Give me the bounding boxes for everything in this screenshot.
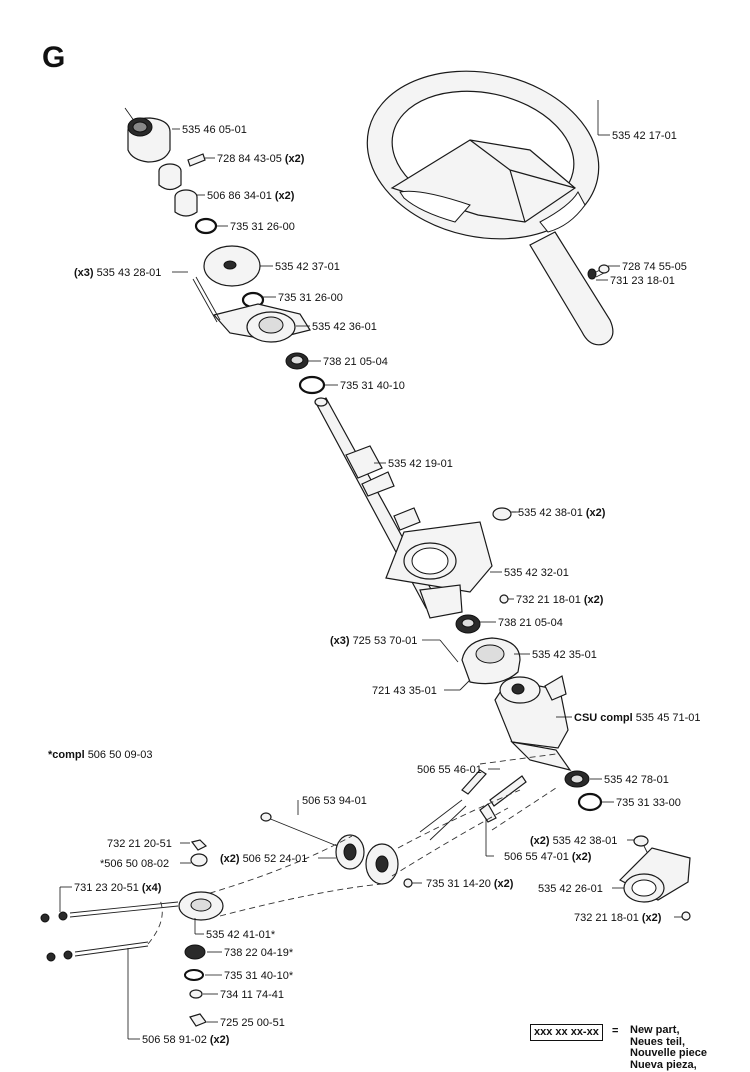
part-label: 732 21 20-51 xyxy=(107,838,172,850)
part-label: 728 84 43-05(x2) xyxy=(217,153,305,165)
part-label: *506 50 08-02 xyxy=(100,858,169,870)
legend-line: New part, xyxy=(630,1025,680,1036)
part-label: 735 31 14-20(x2) xyxy=(426,878,514,890)
part-label: 731 23 18-01 xyxy=(610,275,675,287)
part-label: 732 21 18-01(x2) xyxy=(516,594,604,606)
part-label: (x2)535 42 38-01 xyxy=(530,835,617,847)
part-label: 735 31 40-10* xyxy=(224,970,294,982)
section-letter: G xyxy=(42,41,65,74)
part-label: 535 42 38-01(x2) xyxy=(518,507,606,519)
part-label: 734 11 74-41 xyxy=(220,989,284,1001)
part-label: 732 21 18-01(x2) xyxy=(574,912,662,924)
tie-rods xyxy=(40,899,179,962)
part-label: 506 53 94-01 xyxy=(302,795,367,807)
part-label: 506 55 46-01 xyxy=(417,764,482,776)
legend-line: Nouvelle piece xyxy=(630,1047,708,1059)
part-label: 738 22 04-19* xyxy=(224,947,294,959)
part-label: 725 25 00-51 xyxy=(220,1017,285,1029)
part-label: (x2)506 52 24-01 xyxy=(220,853,307,865)
part-label: 735 31 33-00 xyxy=(616,797,681,809)
part-label: 721 43 35-01 xyxy=(372,685,437,697)
part-label: (x3)725 53 70-01 xyxy=(330,635,417,647)
part-label: 735 31 40-10 xyxy=(340,380,405,392)
part-label: 535 42 35-01 xyxy=(532,649,597,661)
pivot-stack xyxy=(178,839,224,1027)
part-label: 535 42 32-01 xyxy=(504,567,569,579)
part-label: 506 55 47-01(x2) xyxy=(504,851,592,863)
legend-text: New part, Neues teil, Nouvelle piece Nue… xyxy=(630,1025,707,1072)
part-label: 535 42 17-01 xyxy=(612,130,677,142)
lower-bracket xyxy=(618,835,691,921)
part-label: 735 31 26-00 xyxy=(278,292,343,304)
part-label: 535 42 36-01 xyxy=(312,321,377,333)
part-label: 738 21 05-04 xyxy=(498,617,563,629)
legend-line: Neues teil, xyxy=(630,1035,686,1048)
part-label: 506 86 34-01(x2) xyxy=(207,190,295,202)
part-label: 728 74 55-05 xyxy=(622,261,687,273)
chain-and-cables xyxy=(199,753,557,917)
part-label: 535 42 41-01* xyxy=(206,929,276,941)
leader-lines xyxy=(59,100,682,1040)
part-label: 535 42 26-01 xyxy=(538,883,603,895)
part-label: 535 46 05-01 xyxy=(182,124,247,136)
screw-728-74-55-05 xyxy=(587,264,610,280)
part-label: 731 23 20-51(x4) xyxy=(74,882,162,894)
column-bracket xyxy=(385,507,520,619)
part-labels: 535 46 05-01 728 84 43-05(x2) 506 86 34-… xyxy=(48,124,701,1046)
upper-column-parts xyxy=(124,107,326,395)
legend-equals: = xyxy=(612,1025,619,1037)
part-label: (x3)535 43 28-01 xyxy=(74,267,161,279)
part-label: 735 31 26-00 xyxy=(230,221,295,233)
legend-line: Nueva pieza, xyxy=(630,1058,697,1071)
part-label: 506 58 91-02(x2) xyxy=(142,1034,230,1046)
part-label: 738 21 05-04 xyxy=(323,356,388,368)
part-label: 535 42 78-01 xyxy=(604,774,669,786)
part-label: 535 42 19-01 xyxy=(388,458,453,470)
legend-key: xxx xx xx-xx xyxy=(530,1024,603,1041)
part-label: 535 42 37-01 xyxy=(275,261,340,273)
steering-wheel xyxy=(366,70,614,346)
